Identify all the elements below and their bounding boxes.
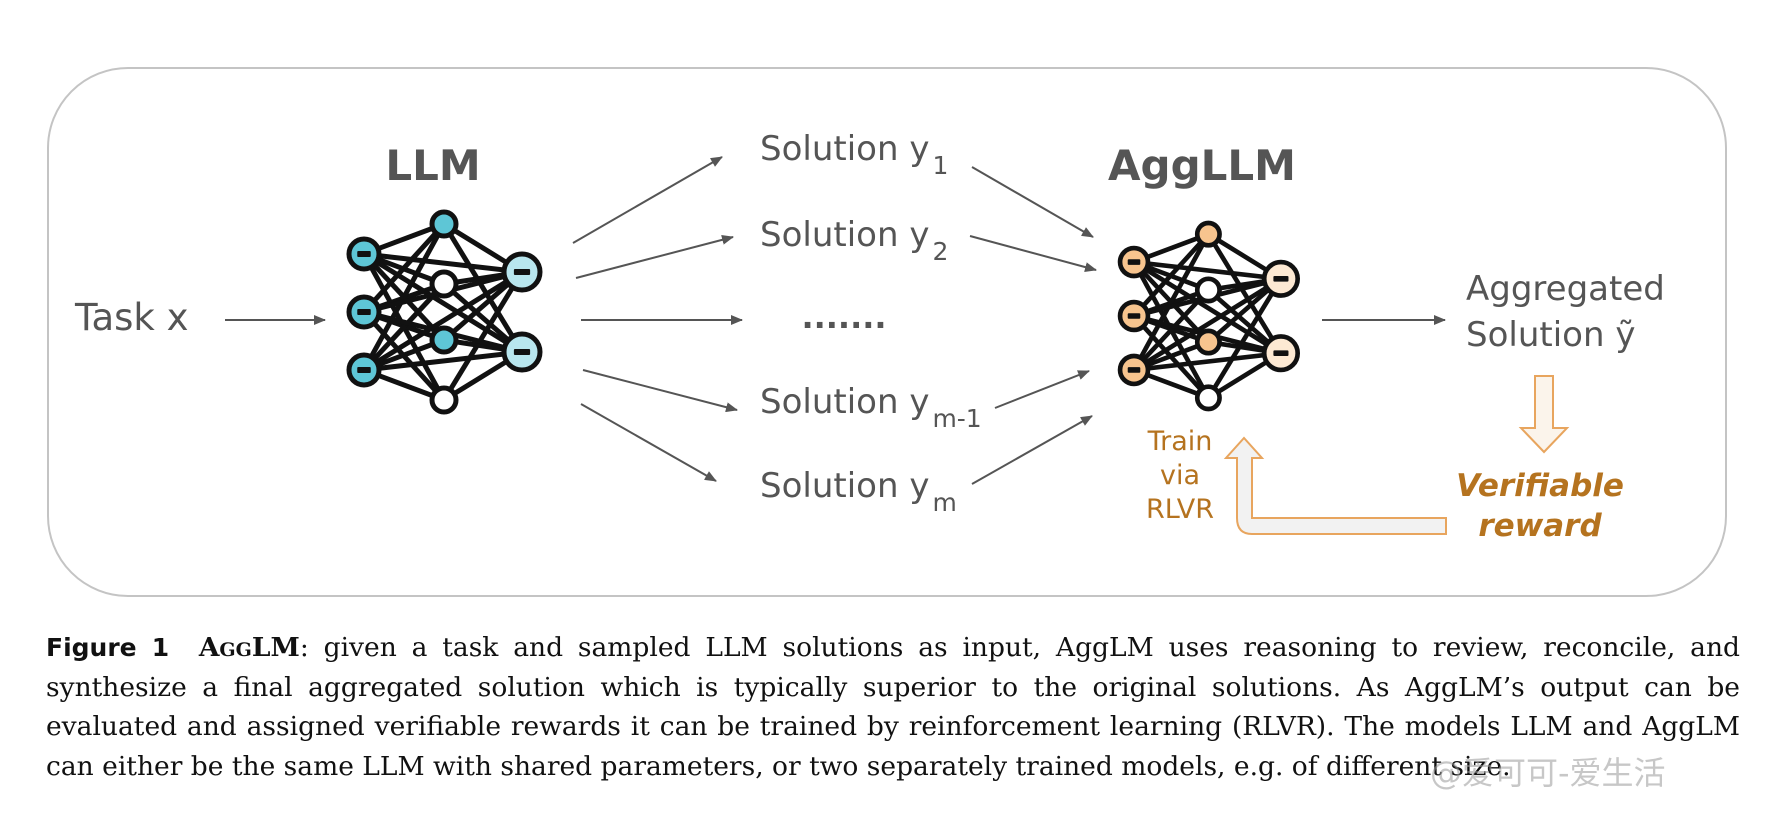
llm-title: LLM <box>385 141 480 190</box>
aggregated-label-line2: Solution ỹ <box>1466 315 1635 355</box>
network-node <box>1194 276 1222 304</box>
feedback-arrow <box>1223 436 1447 535</box>
llm-to-solution-2-arrow <box>575 234 734 279</box>
svg-text:Solution ym-1: Solution ym-1 <box>760 382 982 433</box>
figure-label: Figure 1 <box>46 633 170 662</box>
llm-to-solution-m-arrow <box>580 403 717 482</box>
caption-body: : given a task and sampled LLM solutions… <box>46 632 1741 782</box>
network-node <box>429 385 459 415</box>
network-node <box>1194 384 1222 412</box>
svg-text:Solution ym: Solution ym <box>760 466 957 517</box>
train-line1: Train <box>1147 426 1213 457</box>
network-node <box>429 325 459 355</box>
task-label: Task x <box>74 296 189 339</box>
train-line2: via <box>1160 460 1200 491</box>
svg-text:Solution y2: Solution y2 <box>760 215 948 266</box>
svg-text:Solution y1: Solution y1 <box>760 129 948 180</box>
reward-line2: reward <box>1478 508 1602 544</box>
watermark: @爱可可-爱生活 <box>1430 754 1666 792</box>
reward-line1: Verifiable <box>1456 468 1624 504</box>
aggregated-label-line1: Aggregated <box>1466 269 1665 309</box>
llm-to-solution-1-arrow <box>572 156 723 244</box>
aggllm-title: AggLLM <box>1108 141 1296 190</box>
solution-ellipsis: ....... <box>801 298 886 336</box>
reward-down-arrow <box>1518 375 1570 454</box>
network-node <box>429 209 459 239</box>
aggllm-network-icon <box>1117 220 1301 412</box>
network-node <box>429 269 459 299</box>
figure-name: AggLM <box>198 632 300 663</box>
solution-1-to-agg-arrow <box>971 166 1094 238</box>
diagram-frame <box>47 67 1727 597</box>
llm-network-icon <box>346 209 543 415</box>
network-nodes <box>1117 220 1301 412</box>
train-line3: RLVR <box>1146 494 1214 525</box>
network-node <box>1194 328 1222 356</box>
llm-to-solution-m1-arrow <box>582 369 738 413</box>
solution-m-to-agg-arrow <box>971 415 1093 485</box>
solution-m1-to-agg-arrow <box>994 370 1090 409</box>
solution-2-to-agg-arrow <box>969 235 1097 272</box>
network-nodes <box>346 209 543 415</box>
arrows <box>225 156 1446 485</box>
network-node <box>1194 220 1222 248</box>
figure-caption: Figure 1 AggLM: given a task and sampled… <box>46 628 1740 786</box>
